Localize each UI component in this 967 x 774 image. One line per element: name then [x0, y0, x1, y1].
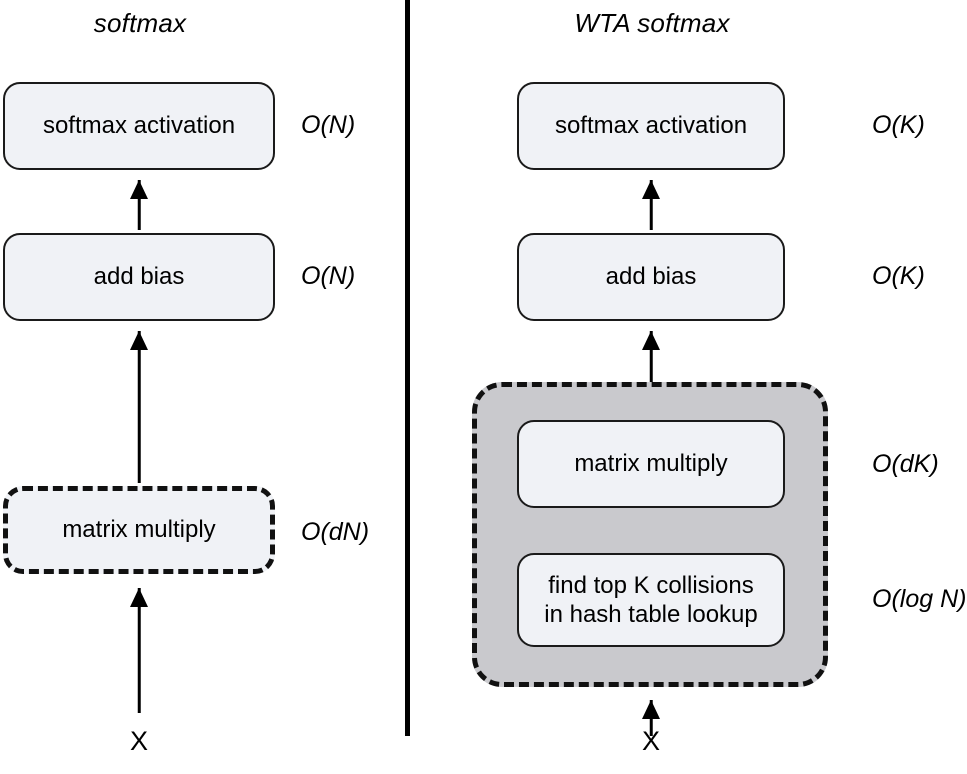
node-left-softmax-activation: softmax activation — [3, 82, 275, 170]
complexity-right-find-top-k-collisions: O(log N) — [872, 585, 967, 613]
input-label-right: X — [641, 726, 660, 756]
column-title-wta-softmax: WTA softmax — [574, 8, 730, 38]
node-right-matrix-multiply: matrix multiply — [517, 420, 785, 508]
column-title-softmax: softmax — [93, 8, 187, 38]
complexity-left-softmax-activation: O(N) — [301, 111, 356, 139]
node-right-find-top-k-collisions: find top K collisions in hash table look… — [517, 553, 785, 647]
complexity-left-matrix-multiply: O(dN) — [301, 518, 370, 546]
complexity-left-add-bias: O(N) — [301, 262, 356, 290]
node-left-add-bias: add bias — [3, 233, 275, 321]
complexity-right-softmax-activation: O(K) — [872, 111, 925, 139]
node-left-matrix-multiply: matrix multiply — [3, 486, 275, 574]
complexity-right-matrix-multiply: O(dK) — [872, 450, 939, 478]
node-right-softmax-activation: softmax activation — [517, 82, 785, 170]
column-divider — [405, 0, 410, 736]
node-right-add-bias: add bias — [517, 233, 785, 321]
complexity-right-add-bias: O(K) — [872, 262, 925, 290]
input-label-left: X — [129, 726, 148, 756]
